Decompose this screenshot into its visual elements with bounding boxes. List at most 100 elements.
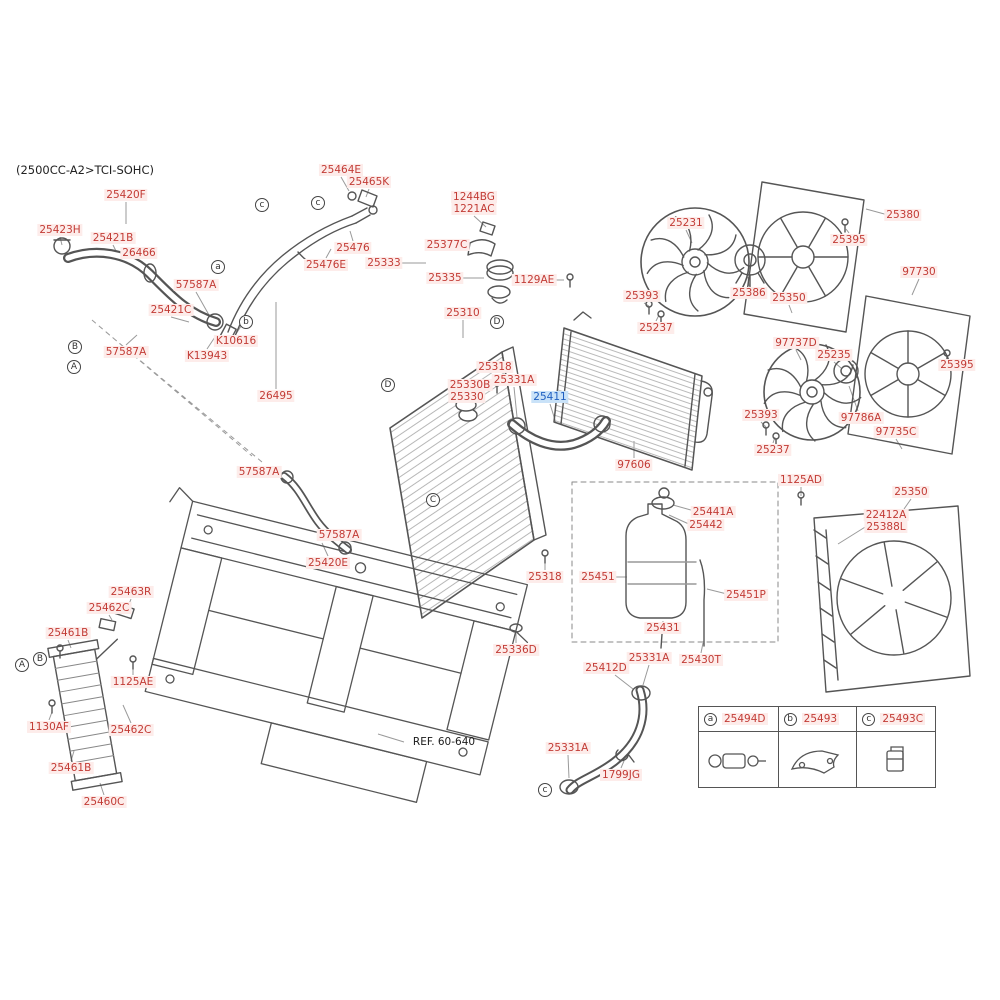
part-label-25412D[interactable]: 25412D [583,661,629,675]
legend-part-number-c[interactable]: 25493C [880,713,926,725]
legend-col-a: a 25494D [699,707,778,787]
part-label-25476[interactable]: 25476 [334,241,372,255]
part-label-25330B[interactable]: 25330B [447,378,493,392]
part-label-1244BG[interactable]: 1244BG [451,190,497,204]
part-label-K13943[interactable]: K13943 [184,349,230,363]
part-label-97735C[interactable]: 97735C [873,425,919,439]
part-label-25335[interactable]: 25335 [426,271,464,285]
part-label-25386[interactable]: 25386 [730,286,768,300]
part-label-1125AE[interactable]: 1125AE [110,675,156,689]
part-label-25237[interactable]: 25237 [637,321,675,335]
part-label-57587A[interactable]: 57587A [316,528,362,542]
callout-marker-D: D [381,378,395,392]
callout-marker-c: c [311,196,325,210]
part-label-25441A[interactable]: 25441A [690,505,736,519]
part-label-25423H[interactable]: 25423H [37,223,83,237]
part-label-1221AC[interactable]: 1221AC [451,202,497,216]
part-label-25461B[interactable]: 25461B [48,761,94,775]
thermostat-art [467,221,514,304]
legend-col-c: c 25493C [856,707,935,787]
legend-marker-b: b [783,712,797,726]
part-label-25461B[interactable]: 25461B [45,626,91,640]
part-label-1799JG[interactable]: 1799JG [600,768,642,782]
legend-header-c: c 25493C [857,707,935,732]
part-label-25235[interactable]: 25235 [815,348,853,362]
part-label-25421B[interactable]: 25421B [90,231,136,245]
part-label-25395[interactable]: 25395 [938,358,976,372]
part-label-25331A[interactable]: 25331A [491,373,537,387]
part-label-26495[interactable]: 26495 [257,389,295,403]
part-label-25350[interactable]: 25350 [892,485,930,499]
callout-marker-C: C [426,493,440,507]
part-label-57587A[interactable]: 57587A [236,465,282,479]
part-label-57587A[interactable]: 57587A [173,278,219,292]
legend-part-drawing-c [886,745,904,772]
engine-variant-title: (2500CC-A2>TCI-SOHC) [16,163,154,177]
part-label-25318[interactable]: 25318 [526,570,564,584]
callout-marker-B: B [68,340,82,354]
part-label-25465K[interactable]: 25465K [346,175,392,189]
part-label-25350[interactable]: 25350 [770,291,808,305]
part-label-25393[interactable]: 25393 [742,408,780,422]
part-label-25476E[interactable]: 25476E [303,258,349,272]
part-label-25331A[interactable]: 25331A [626,651,672,665]
part-label-25331A[interactable]: 25331A [545,741,591,755]
legend-body-c [857,732,935,787]
legend-table: a 25494D b 25493 [698,706,936,788]
part-label-25463R[interactable]: 25463R [108,585,154,599]
part-label-1129AE[interactable]: 1129AE [511,273,557,287]
part-label-25420E[interactable]: 25420E [305,556,351,570]
callout-marker-D: D [490,315,504,329]
legend-part-number-a[interactable]: 25494D [722,713,768,725]
part-label-25336D[interactable]: 25336D [493,643,539,657]
reservoir-hose-art [559,685,651,795]
part-label-K10616[interactable]: K10616 [213,334,259,348]
part-label-25377C[interactable]: 25377C [424,238,470,252]
callout-marker-B: B [33,652,47,666]
part-label-97730[interactable]: 97730 [900,265,938,279]
legend-body-b [779,732,857,787]
part-label-25333[interactable]: 25333 [365,256,403,270]
part-label-25464E[interactable]: 25464E [318,163,364,177]
callout-marker-c: c [255,198,269,212]
part-label-25420F[interactable]: 25420F [104,188,148,202]
part-label-25442[interactable]: 25442 [687,518,725,532]
part-label-25451P[interactable]: 25451P [724,588,768,602]
legend-part-number-b[interactable]: 25493 [801,713,840,725]
part-label-25310[interactable]: 25310 [444,306,482,320]
part-label-25237[interactable]: 25237 [754,443,792,457]
part-label-97606[interactable]: 97606 [615,458,653,472]
legend-header-a: a 25494D [699,707,778,732]
part-label-25431[interactable]: 25431 [644,621,682,635]
part-label-1125AD[interactable]: 1125AD [778,473,824,487]
part-label-25380[interactable]: 25380 [884,208,922,222]
part-label-97737D[interactable]: 97737D [773,336,819,350]
part-label-25430T[interactable]: 25430T [679,653,723,667]
callout-marker-b: b [239,315,253,329]
part-label-25231[interactable]: 25231 [667,216,705,230]
fan-assy-a-art [640,181,865,333]
oil-cooler-art [47,638,123,791]
part-label-25388L[interactable]: 25388L [864,520,908,534]
part-label-25462C[interactable]: 25462C [86,601,132,615]
part-label-26466[interactable]: 26466 [120,246,158,260]
part-label-25330[interactable]: 25330 [448,390,486,404]
part-label-25318[interactable]: 25318 [476,360,514,374]
part-label-57587A[interactable]: 57587A [103,345,149,359]
part-label-25393[interactable]: 25393 [623,289,661,303]
part-label-1130AF[interactable]: 1130AF [27,720,71,734]
part-label-97786A[interactable]: 97786A [838,411,884,425]
reservoir-art [571,481,779,649]
lower-hose-art [507,415,611,451]
part-label-22412A[interactable]: 22412A [863,508,909,522]
part-label-25460C[interactable]: 25460C [81,795,127,809]
part-label-25421C[interactable]: 25421C [148,303,194,317]
part-label-25411[interactable]: 25411 [531,390,569,404]
fan-assy-b-art [761,295,971,455]
coolant-pipe-art [218,189,378,345]
radiator-art [389,346,547,633]
part-label-25395[interactable]: 25395 [830,233,868,247]
part-label-25451[interactable]: 25451 [579,570,617,584]
part-label-25462C[interactable]: 25462C [108,723,154,737]
sensor-art [479,221,496,236]
